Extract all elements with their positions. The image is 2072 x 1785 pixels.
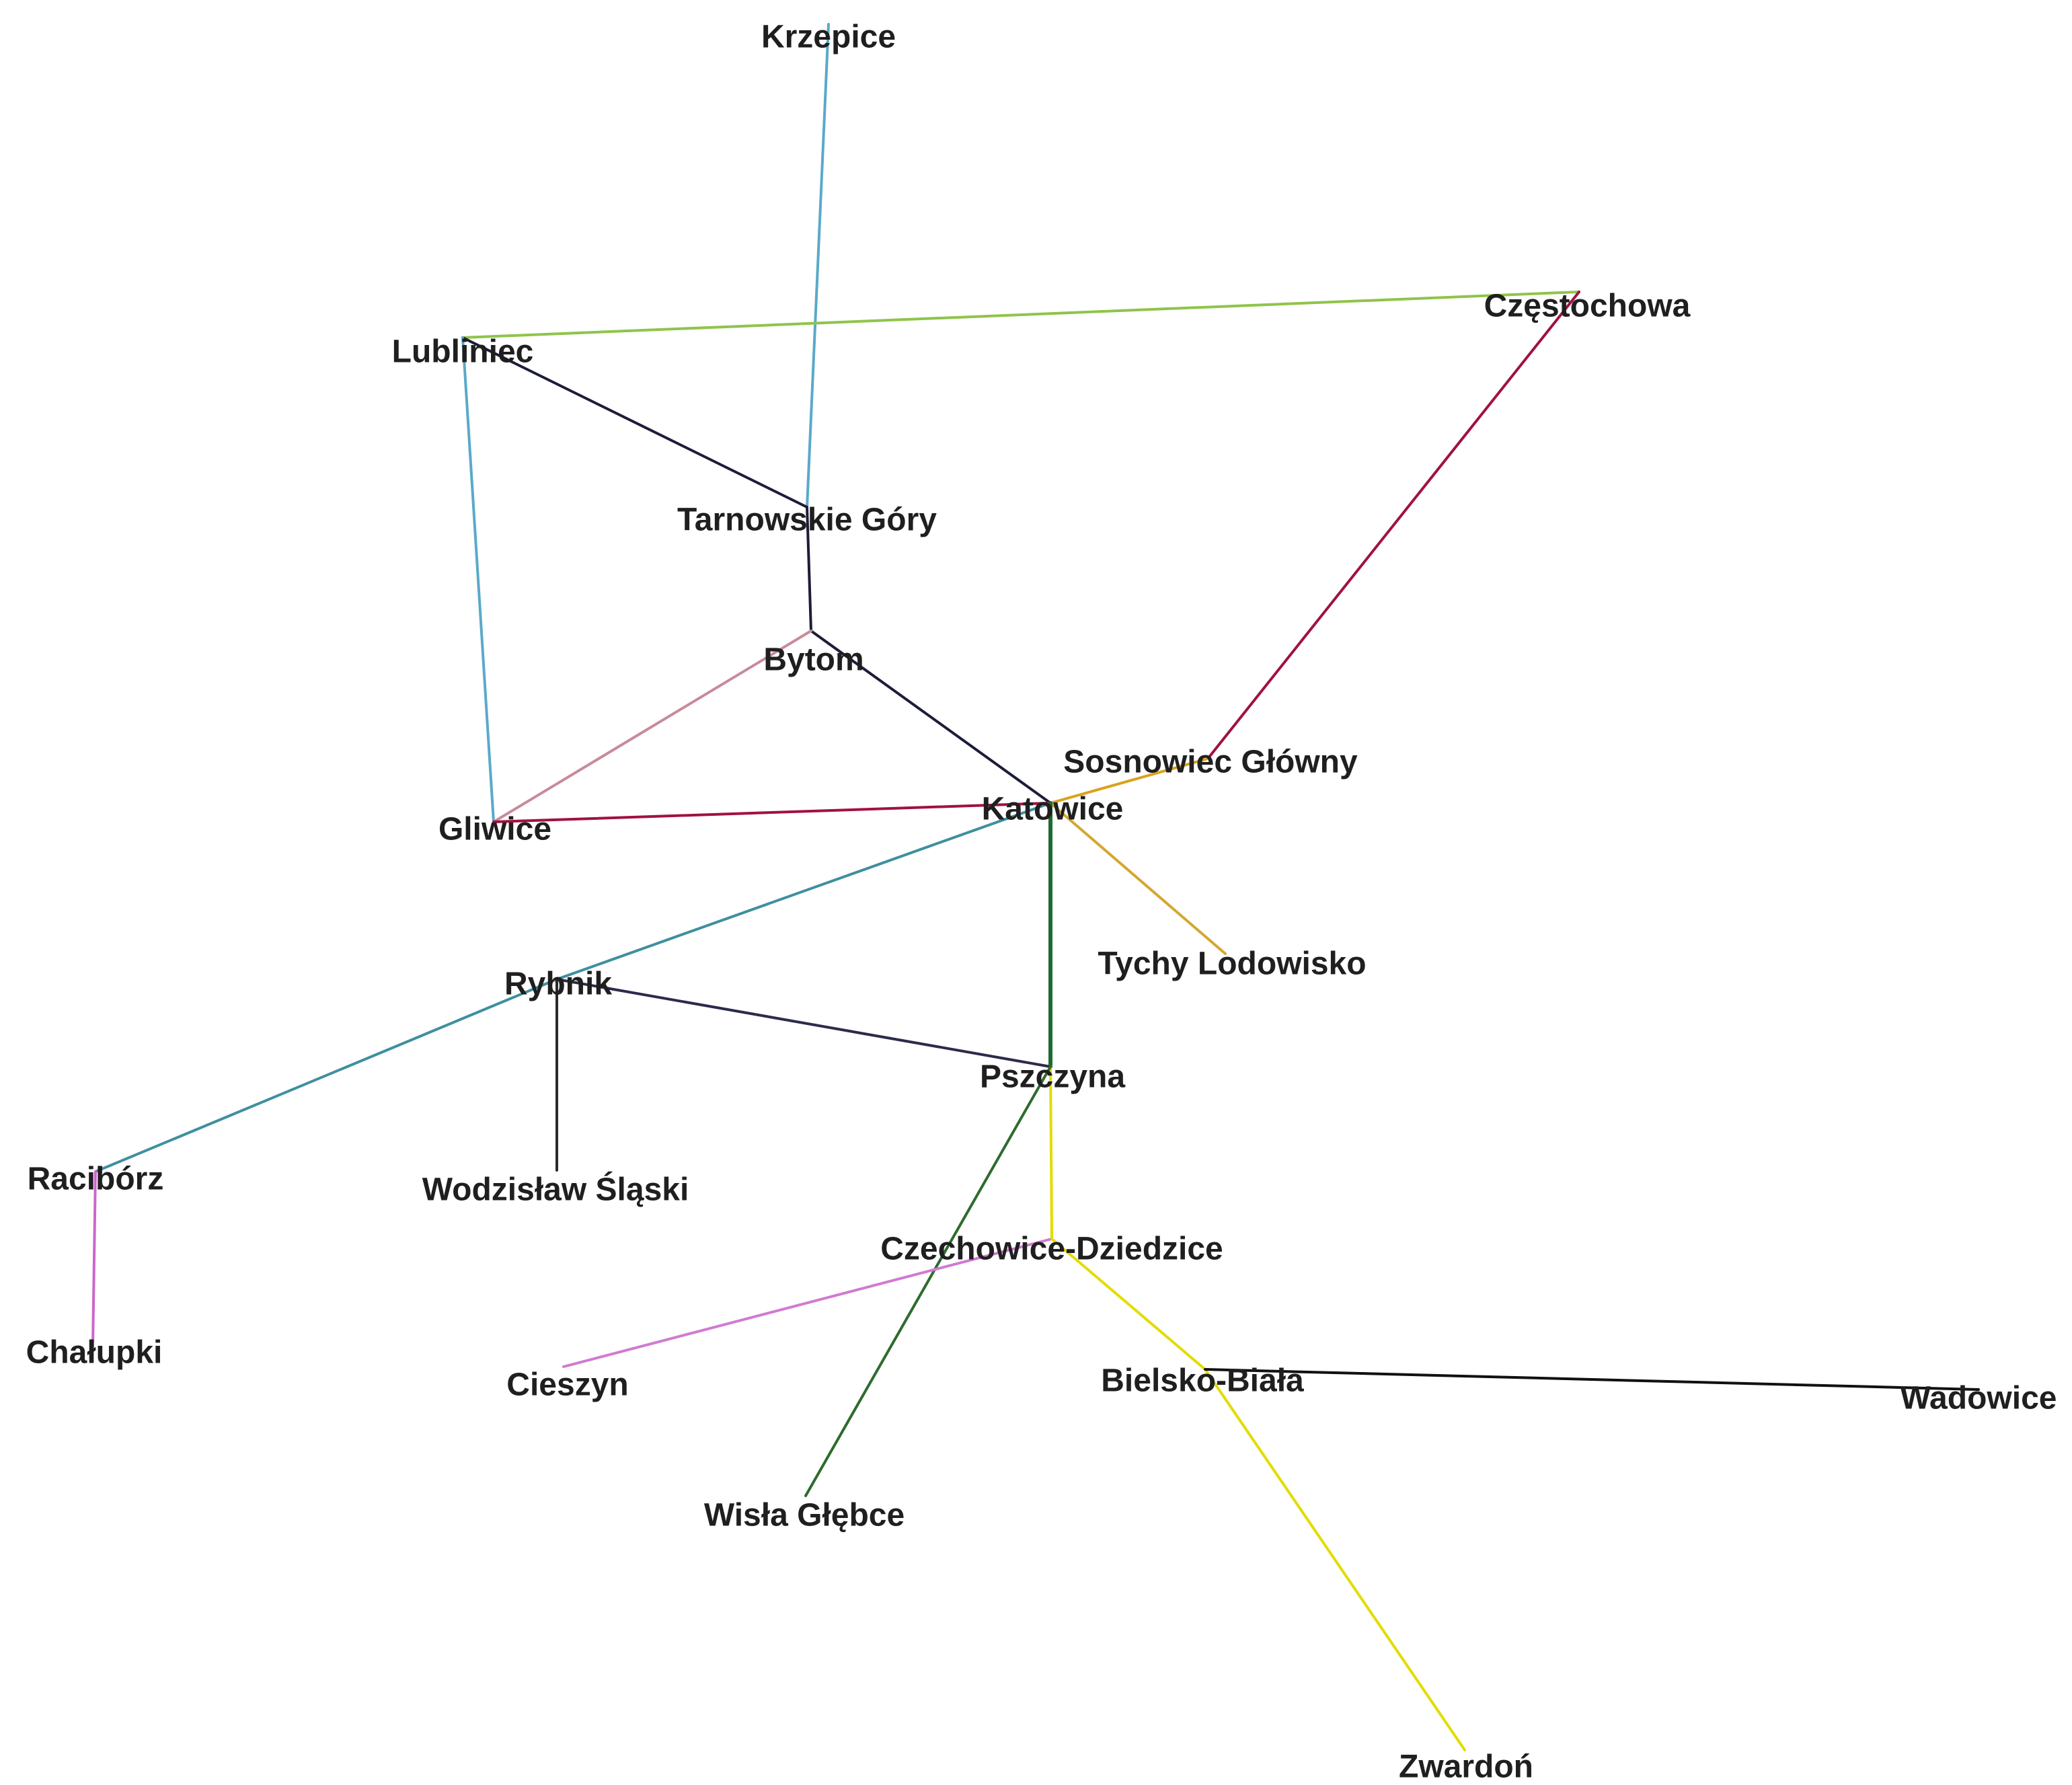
link-czechowice-cieszyn [562,1238,1053,1368]
station-label-czestochowa: Częstochowa [1484,289,1691,324]
station-label-lubliniec: Lubliniec [392,334,534,370]
station-label-tychy: Tychy Lodowisko [1098,946,1366,982]
link-raciborz-chalupki [91,1170,97,1348]
link-katowice-tychy [1049,802,1227,955]
station-label-pszczyna: Pszczyna [980,1059,1125,1095]
station-label-chalupki: Chałupki [26,1335,163,1371]
link-gliwice-katowice [492,802,1052,823]
station-label-gliwice: Gliwice [438,812,551,847]
station-label-wisla: Wisła Głębce [704,1498,905,1533]
station-label-rybnik: Rybnik [504,966,612,1002]
link-bielsko-zwardon [1204,1368,1466,1751]
links-layer [91,23,1980,1751]
station-label-cieszyn: Cieszyn [506,1367,628,1403]
link-pszczyna-czechowice [1049,1065,1053,1240]
link-tarnowskie-gory-bytom [806,506,812,632]
link-katowice-rybnik [555,802,1052,981]
station-label-wodzislaw: Wodzisław Śląski [422,1171,689,1208]
link-pszczyna-wisla [804,1065,1052,1497]
link-czechowice-bielsko [1050,1238,1206,1371]
station-label-tarnowskie-gory: Tarnowskie Góry [677,502,937,538]
station-label-katowice: Katowice [982,792,1124,827]
station-label-wadowice: Wadowice [1901,1381,2057,1416]
link-bytom-katowice [810,630,1052,804]
link-krzepice-tarnowskie-gory [806,23,830,508]
link-lubliniec-tarnowskie-gory [461,336,808,508]
station-label-bielsko: Bielsko-Biała [1101,1363,1304,1399]
link-sosnowiec-katowice [1049,757,1209,804]
link-bielsko-wadowice [1204,1368,1980,1391]
link-lubliniec-czestochowa [461,291,1580,339]
station-label-bytom: Bytom [763,642,864,678]
station-label-krzepice: Krzepice [761,20,896,55]
link-rybnik-raciborz [94,978,558,1173]
station-label-sosnowiec: Sosnowiec Główny [1063,745,1358,780]
station-label-zwardon: Zwardoń [1399,1749,1533,1785]
link-rybnik-pszczyna [555,978,1052,1068]
station-label-czechowice: Czechowice-Dziedzice [880,1231,1223,1267]
link-lubliniec-gliwice [461,336,495,823]
station-label-raciborz: Racibórz [28,1162,164,1197]
link-bytom-gliwice [492,630,812,823]
link-czestochowa-sosnowiec [1206,291,1580,760]
